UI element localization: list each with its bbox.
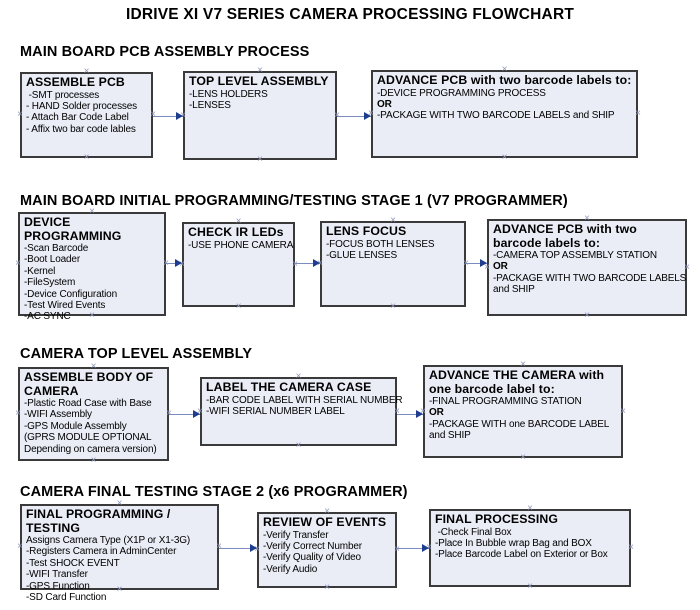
box-line: -WIFI Transfer — [26, 569, 88, 581]
box-line: -Place Barcode Label on Exterior or Box — [435, 549, 608, 561]
box-title: ADVANCE PCB with two barcode labels to: — [377, 73, 632, 87]
box-line: -LENS HOLDERS — [189, 88, 268, 100]
box-line: -USE PHONE CAMERA — [188, 239, 294, 251]
arrow-head-icon — [416, 410, 423, 418]
box-line: -WIFI Assembly — [24, 409, 92, 421]
box-line: Depending on camera version) — [24, 443, 157, 455]
arrow-line — [397, 548, 429, 549]
arrow-line — [337, 116, 371, 117]
box-line: - HAND Solder processes — [26, 100, 138, 112]
arrow-head-icon — [422, 544, 429, 552]
box-line: -Check Final Box — [435, 526, 512, 538]
box-line: -DEVICE PROGRAMMING PROCESS — [377, 87, 546, 99]
box-line: OR — [429, 407, 444, 419]
box-line: -GPS Module Assembly — [24, 420, 127, 432]
arrow-head-icon — [193, 410, 200, 418]
box-line: -Verify Audio — [263, 563, 318, 575]
flow-box: LABEL THE CAMERA CASE-BAR CODE LABEL WIT… — [200, 377, 403, 446]
box-title: ASSEMBLE PCB — [26, 75, 125, 89]
box-line: and SHIP — [493, 284, 535, 296]
box-title: DEVICE PROGRAMMING — [24, 215, 122, 243]
flow-box: REVIEW OF EVENTS-Verify Transfer-Verify … — [257, 512, 397, 588]
box-line: - Affix two bar code lables — [26, 123, 136, 135]
box-line: (GPRS MODULE OPTIONAL — [24, 432, 152, 444]
box-title: ADVANCE THE CAMERA with one barcode labe… — [429, 368, 605, 396]
flow-box: ADVANCE PCB with two barcode labels to:-… — [487, 219, 687, 316]
box-line: -PACKAGE WITH TWO BARCODE LABELS and SHI… — [377, 110, 615, 122]
box-line: OR — [377, 98, 392, 110]
box-line: -Test Wired Events — [24, 300, 106, 312]
arrow-head-icon — [313, 259, 320, 267]
arrow-head-icon — [176, 112, 183, 120]
box-line: -FOCUS BOTH LENSES — [326, 238, 435, 250]
arrow-line — [397, 414, 423, 415]
box-title: FINAL PROGRAMMING / TESTING — [26, 507, 171, 535]
arrow-head-icon — [364, 112, 371, 120]
section-header: MAIN BOARD INITIAL PROGRAMMING/TESTING S… — [20, 193, 568, 209]
box-line: -Verify Correct Number — [263, 540, 362, 552]
arrow-head-icon — [175, 259, 182, 267]
box-line: -Place In Bubble wrap Bag and BOX — [435, 537, 592, 549]
box-line: -Boot Loader — [24, 254, 81, 266]
flow-box: DEVICE PROGRAMMING-Scan Barcode-Boot Loa… — [18, 212, 166, 322]
box-line: -Verify Quality of Video — [263, 552, 361, 564]
box-line: -Registers Camera in AdminCenter — [26, 546, 177, 558]
arrow-line — [153, 116, 183, 117]
box-title: TOP LEVEL ASSEMBLY — [189, 74, 329, 88]
box-line: -SD Card Function — [26, 592, 107, 604]
box-title: REVIEW OF EVENTS — [263, 515, 387, 529]
box-line: -WIFI SERIAL NUMBER LABEL — [206, 405, 345, 417]
flow-box: ADVANCE PCB with two barcode labels to:-… — [371, 70, 638, 158]
box-line: -GPS Function — [26, 580, 90, 592]
box-title: LABEL THE CAMERA CASE — [206, 380, 372, 394]
box-line: -BAR CODE LABEL WITH SERIAL NUMBER — [206, 394, 403, 406]
box-title: FINAL PROCESSING — [435, 512, 558, 526]
box-line: -FINAL PROGRAMMING STATION — [429, 396, 582, 407]
section-header: CAMERA TOP LEVEL ASSEMBLY — [20, 346, 253, 362]
arrow-line — [295, 263, 320, 264]
flow-box: ASSEMBLE PCB -SMT processes- HAND Solder… — [20, 72, 153, 158]
flow-box: ASSEMBLE BODY OF CAMERA-Plastic Road Cas… — [18, 367, 169, 461]
box-line: -FileSystem — [24, 277, 76, 289]
box-line: -GLUE LENSES — [326, 249, 398, 261]
box-line: -AC SYNC — [24, 311, 71, 323]
flow-box: LENS FOCUS-FOCUS BOTH LENSES-GLUE LENSES — [320, 221, 466, 307]
box-title: CHECK IR LEDs — [188, 225, 284, 239]
section-header: CAMERA FINAL TESTING STAGE 2 (x6 PROGRAM… — [20, 484, 408, 500]
flow-box: CHECK IR LEDs-USE PHONE CAMERA — [182, 222, 295, 307]
box-line: -Scan Barcode — [24, 243, 89, 254]
box-line: -LENSES — [189, 99, 231, 111]
box-line: -Kernel — [24, 265, 56, 277]
box-line: -PACKAGE WITH one BARCODE LABEL — [429, 418, 610, 430]
box-title: ADVANCE PCB with two barcode labels to: — [493, 222, 637, 250]
flow-box: ADVANCE THE CAMERA with one barcode labe… — [423, 365, 623, 458]
arrow-line — [466, 263, 487, 264]
box-line: -Plastic Road Case with Base — [24, 398, 152, 409]
box-line: -Device Configuration — [24, 288, 118, 300]
box-line: OR — [493, 261, 508, 273]
box-line: -SMT processes — [26, 89, 100, 101]
box-line: Assigns Camera Type (X1P or X1-3G) — [26, 535, 191, 546]
arrow-line — [219, 548, 257, 549]
box-title: ASSEMBLE BODY OF CAMERA — [24, 370, 154, 398]
arrow-line — [166, 263, 182, 264]
arrow-line — [169, 414, 200, 415]
box-line: -CAMERA TOP ASSEMBLY STATION — [493, 250, 657, 261]
box-line: -Verify Transfer — [263, 529, 329, 541]
arrow-head-icon — [480, 259, 487, 267]
box-title: LENS FOCUS — [326, 224, 407, 238]
box-line: -Test SHOCK EVENT — [26, 557, 120, 569]
flow-box: FINAL PROCESSING -Check Final Box-Place … — [429, 509, 631, 587]
box-line: -PACKAGE WITH TWO BARCODE LABELS — [493, 272, 687, 284]
page-title: IDRIVE XI V7 SERIES CAMERA PROCESSING FL… — [125, 6, 575, 23]
box-line: and SHIP — [429, 430, 471, 442]
box-line: - Attach Bar Code Label — [26, 112, 129, 124]
flow-box: TOP LEVEL ASSEMBLY-LENS HOLDERS-LENSES — [183, 71, 337, 160]
arrow-head-icon — [250, 544, 257, 552]
section-header: MAIN BOARD PCB ASSEMBLY PROCESS — [20, 44, 310, 60]
